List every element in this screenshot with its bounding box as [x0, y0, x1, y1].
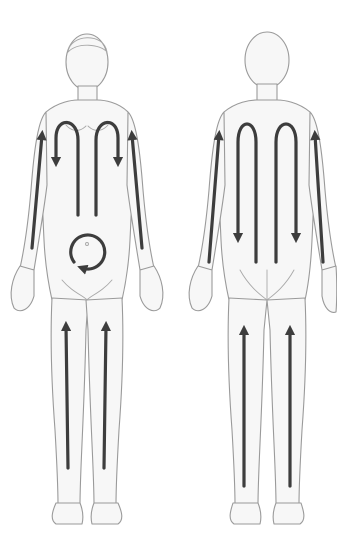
- front-figure: [11, 34, 163, 524]
- back-body-outline: [189, 32, 337, 524]
- back-figure: [189, 32, 337, 524]
- front-right-leg-arrow: [104, 326, 106, 468]
- front-body-outline: [11, 34, 163, 524]
- front-left-leg-arrow: [66, 326, 68, 468]
